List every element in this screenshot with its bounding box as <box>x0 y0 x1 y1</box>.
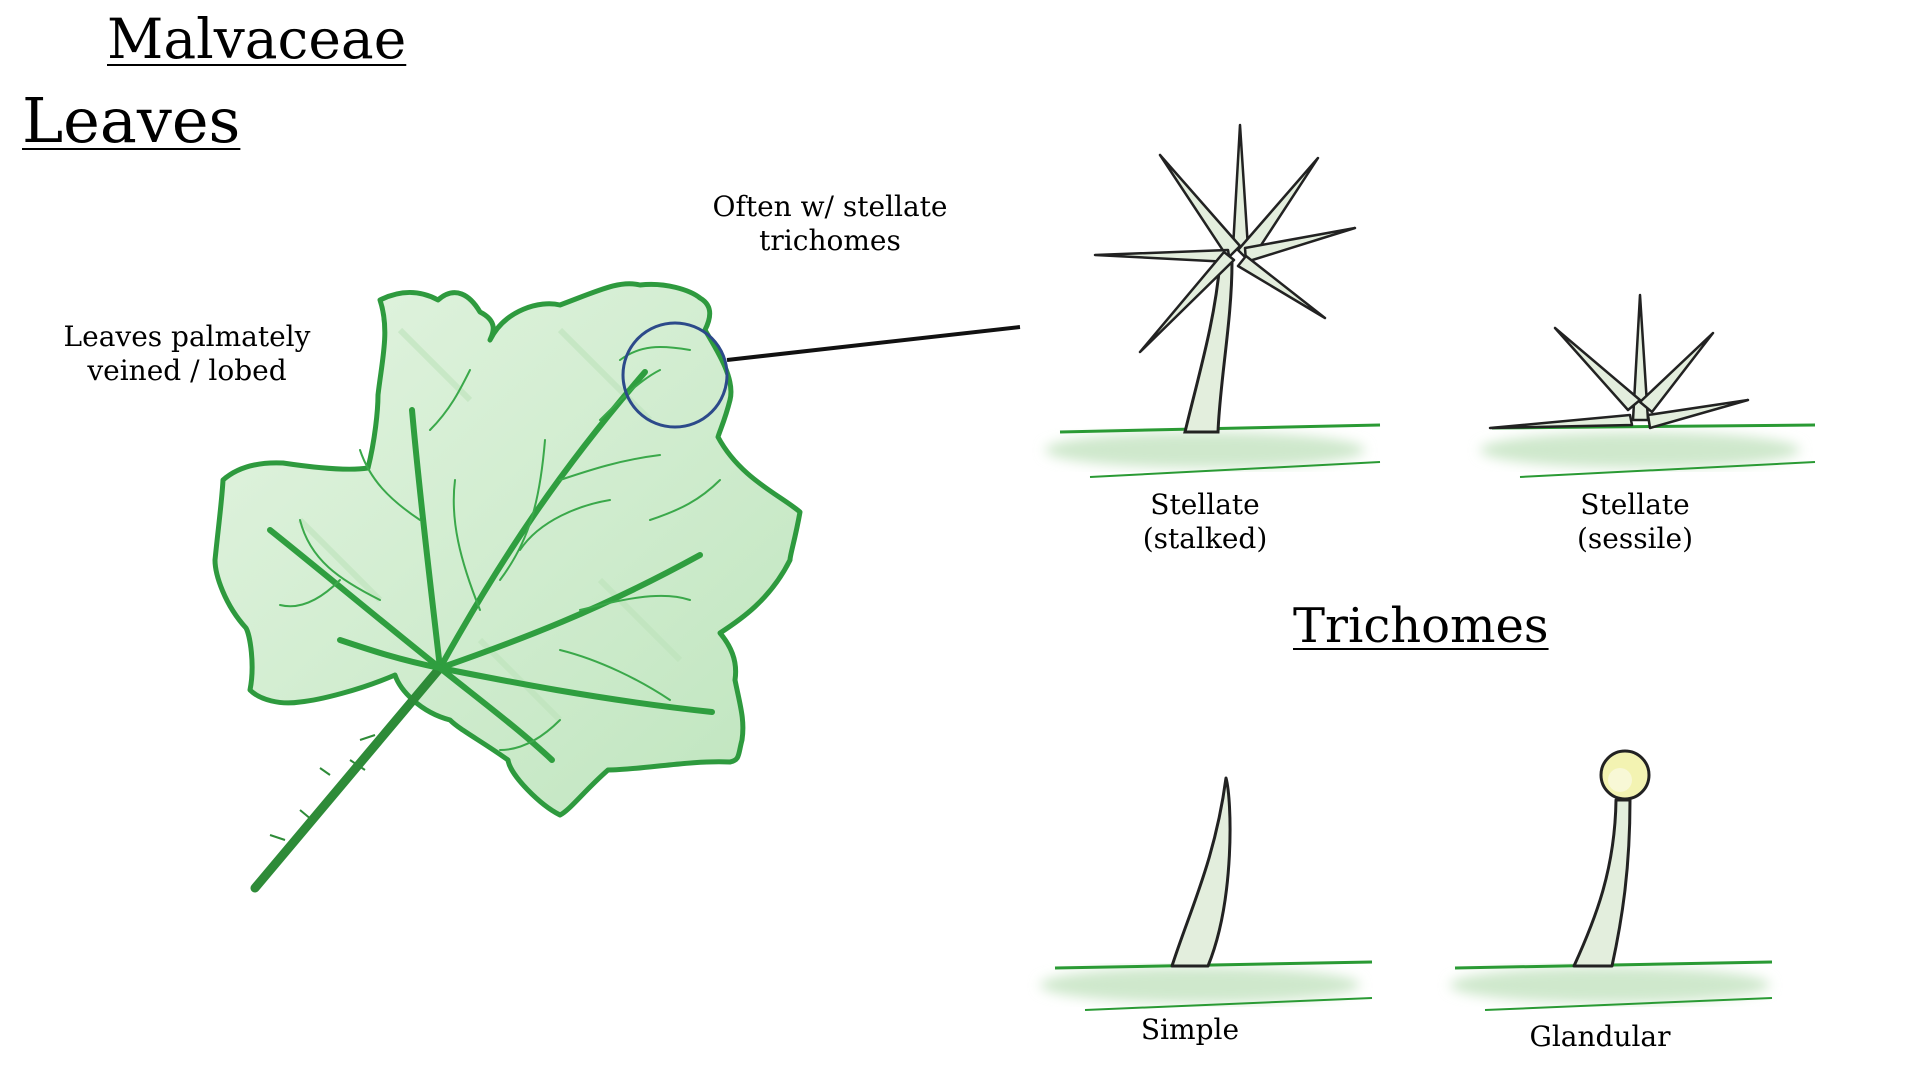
leaf-main-veins <box>267 369 715 763</box>
label-simple-line-1: Simple <box>1140 1013 1240 1046</box>
label-stellate-sessile-line-2: (sessile) <box>1576 521 1693 555</box>
epidermis-inner <box>1519 461 1816 478</box>
callout-caption-line-2: trichomes <box>759 223 901 257</box>
label-simple: Simple <box>1090 1013 1290 1047</box>
epidermis-surface <box>1054 960 1373 970</box>
trichome-callout <box>621 321 1021 429</box>
trichome-glandular <box>1450 749 1773 1011</box>
epidermis-inner <box>1089 461 1381 478</box>
epidermis-shadow <box>1450 967 1770 1003</box>
epidermis-shadow <box>1040 967 1360 1003</box>
trichomes-section-title: Trichomes <box>1293 598 1549 654</box>
epidermis-shadow <box>1480 432 1800 468</box>
trichome-stellate-stalked <box>1045 123 1381 478</box>
leaf-caption-line-2: veined / lobed <box>87 353 287 387</box>
label-stellate-sessile: Stellate (sessile) <box>1535 488 1735 555</box>
callout-caption: Often w/ stellate trichomes <box>700 190 960 257</box>
callout-caption-line-1: Often w/ stellate <box>712 190 948 223</box>
simple-hair <box>1170 776 1232 968</box>
epidermis-inner <box>1084 997 1373 1011</box>
family-title: Malvaceae <box>107 7 407 71</box>
sessile-arms <box>1488 293 1750 430</box>
label-glandular-line-1: Glandular <box>1529 1020 1671 1053</box>
trichome-stellate-sessile <box>1480 293 1816 478</box>
leaf-minor-veins <box>279 346 721 751</box>
epidermis-inner <box>1484 997 1773 1011</box>
label-stellate-sessile-line-1: Stellate <box>1580 488 1690 521</box>
leaf-illustration <box>212 281 803 893</box>
leaf-petiole <box>250 663 445 893</box>
gland-highlight <box>1608 768 1632 792</box>
epidermis-surface <box>1059 423 1381 434</box>
leaf-caption: Leaves palmately veined / lobed <box>52 320 322 387</box>
callout-circle <box>621 321 729 429</box>
glandular-stalk <box>1572 798 1632 968</box>
topic-title: Leaves <box>22 84 241 157</box>
label-glandular: Glandular <box>1500 1020 1700 1054</box>
label-stellate-stalked-line-1: Stellate <box>1150 488 1260 521</box>
label-stellate-stalked: Stellate (stalked) <box>1105 488 1305 555</box>
leaf-shading <box>297 327 683 723</box>
stellate-arms <box>1093 123 1357 354</box>
epidermis-shadow <box>1045 432 1365 468</box>
label-stellate-stalked-line-2: (stalked) <box>1142 521 1268 555</box>
trichome-simple <box>1040 776 1373 1011</box>
stellate-stalk <box>1183 260 1234 434</box>
leaf-caption-line-1: Leaves palmately <box>63 320 311 353</box>
petiole-hairs <box>269 734 376 841</box>
callout-leader-line <box>726 325 1021 362</box>
